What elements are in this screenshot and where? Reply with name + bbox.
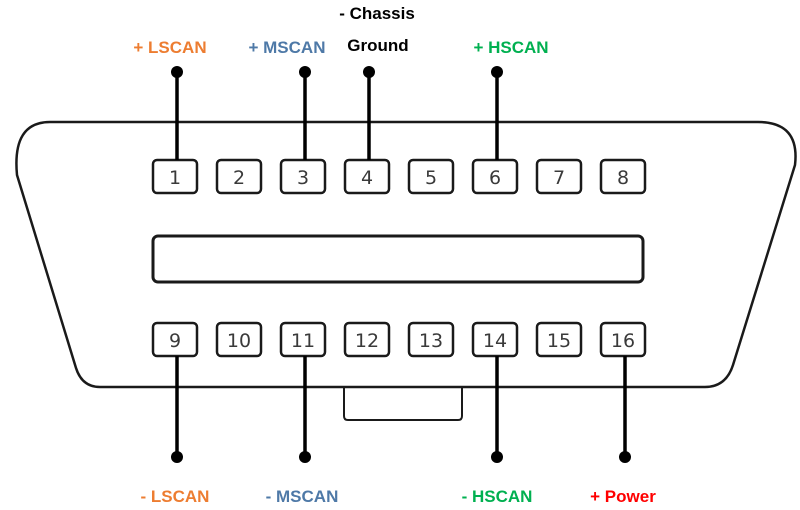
lead-dot-pin-4 bbox=[363, 66, 375, 78]
pin-3: 3 bbox=[279, 158, 327, 195]
pin-box bbox=[599, 158, 647, 195]
pin-box bbox=[535, 321, 583, 358]
pin-8: 8 bbox=[599, 158, 647, 195]
label-pin6-hscan-plus: + HSCAN bbox=[473, 38, 548, 57]
pin-number: 12 bbox=[355, 330, 379, 352]
bottom-pin-row: 9 10 11 12 13 14 15 16 bbox=[151, 321, 647, 358]
pin-number: 16 bbox=[611, 330, 635, 352]
pin-box bbox=[471, 321, 519, 358]
pin-box bbox=[407, 321, 455, 358]
label-pin14-hscan-minus: - HSCAN bbox=[462, 487, 533, 506]
pin-11: 11 bbox=[279, 321, 327, 358]
lead-dot-pin-1 bbox=[171, 66, 183, 78]
pin-1: 1 bbox=[151, 158, 199, 195]
pin-2: 2 bbox=[215, 158, 263, 195]
pin-14: 14 bbox=[471, 321, 519, 358]
center-slot bbox=[151, 234, 645, 284]
label-pin9-lscan-minus: - LSCAN bbox=[141, 487, 210, 506]
label-pin16-power-plus: + Power bbox=[590, 487, 656, 506]
pin-15: 15 bbox=[535, 321, 583, 358]
pin-box bbox=[151, 321, 199, 358]
pin-number: 7 bbox=[553, 167, 565, 189]
pin-6: 6 bbox=[471, 158, 519, 195]
pin-box bbox=[215, 158, 263, 195]
pin-number: 9 bbox=[169, 330, 181, 352]
lead-dot-pin-11 bbox=[299, 451, 311, 463]
label-pin4-chassis-line1: - Chassis bbox=[339, 4, 415, 23]
label-pin1-lscan-plus: + LSCAN bbox=[133, 38, 206, 57]
pin-box bbox=[279, 158, 327, 195]
lead-dot-pin-14 bbox=[491, 451, 503, 463]
pin-box bbox=[343, 158, 391, 195]
pin-number: 8 bbox=[617, 167, 629, 189]
pin-number: 15 bbox=[547, 330, 571, 352]
top-pin-row: 1 2 3 4 5 6 7 8 bbox=[151, 158, 647, 195]
pin-box bbox=[599, 321, 647, 358]
lead-dot-pin-3 bbox=[299, 66, 311, 78]
lead-dot-pin-6 bbox=[491, 66, 503, 78]
pin-number: 10 bbox=[227, 330, 251, 352]
label-pin4-ground-line2: Ground bbox=[347, 36, 408, 55]
pin-box bbox=[279, 321, 327, 358]
pin-number: 1 bbox=[169, 167, 181, 189]
pin-13: 13 bbox=[407, 321, 455, 358]
pin-12: 12 bbox=[343, 321, 391, 358]
pin-9: 9 bbox=[151, 321, 199, 358]
connector-outline bbox=[15, 120, 797, 389]
pin-box bbox=[215, 321, 263, 358]
pin-box bbox=[343, 321, 391, 358]
lead-dot-pin-9 bbox=[171, 451, 183, 463]
pin-number: 3 bbox=[297, 167, 309, 189]
pin-number: 4 bbox=[361, 167, 373, 189]
pin-box bbox=[407, 158, 455, 195]
pin-callouts bbox=[171, 66, 631, 463]
pin-box bbox=[151, 158, 199, 195]
pin-5: 5 bbox=[407, 158, 455, 195]
lead-dot-pin-16 bbox=[619, 451, 631, 463]
label-pin3-mscan-plus: + MSCAN bbox=[249, 38, 326, 57]
pin-box bbox=[471, 158, 519, 195]
pin-16: 16 bbox=[599, 321, 647, 358]
pin-7: 7 bbox=[535, 158, 583, 195]
key-tab bbox=[343, 387, 463, 421]
pin-box bbox=[535, 158, 583, 195]
pin-number: 14 bbox=[483, 330, 507, 352]
pin-number: 6 bbox=[489, 167, 501, 189]
pin-10: 10 bbox=[215, 321, 263, 358]
label-pin11-mscan-minus: - MSCAN bbox=[266, 487, 339, 506]
pin-number: 5 bbox=[425, 167, 437, 189]
pin-number: 13 bbox=[419, 330, 443, 352]
pin-4: 4 bbox=[343, 158, 391, 195]
pin-number: 11 bbox=[291, 330, 315, 352]
pin-number: 2 bbox=[233, 167, 245, 189]
